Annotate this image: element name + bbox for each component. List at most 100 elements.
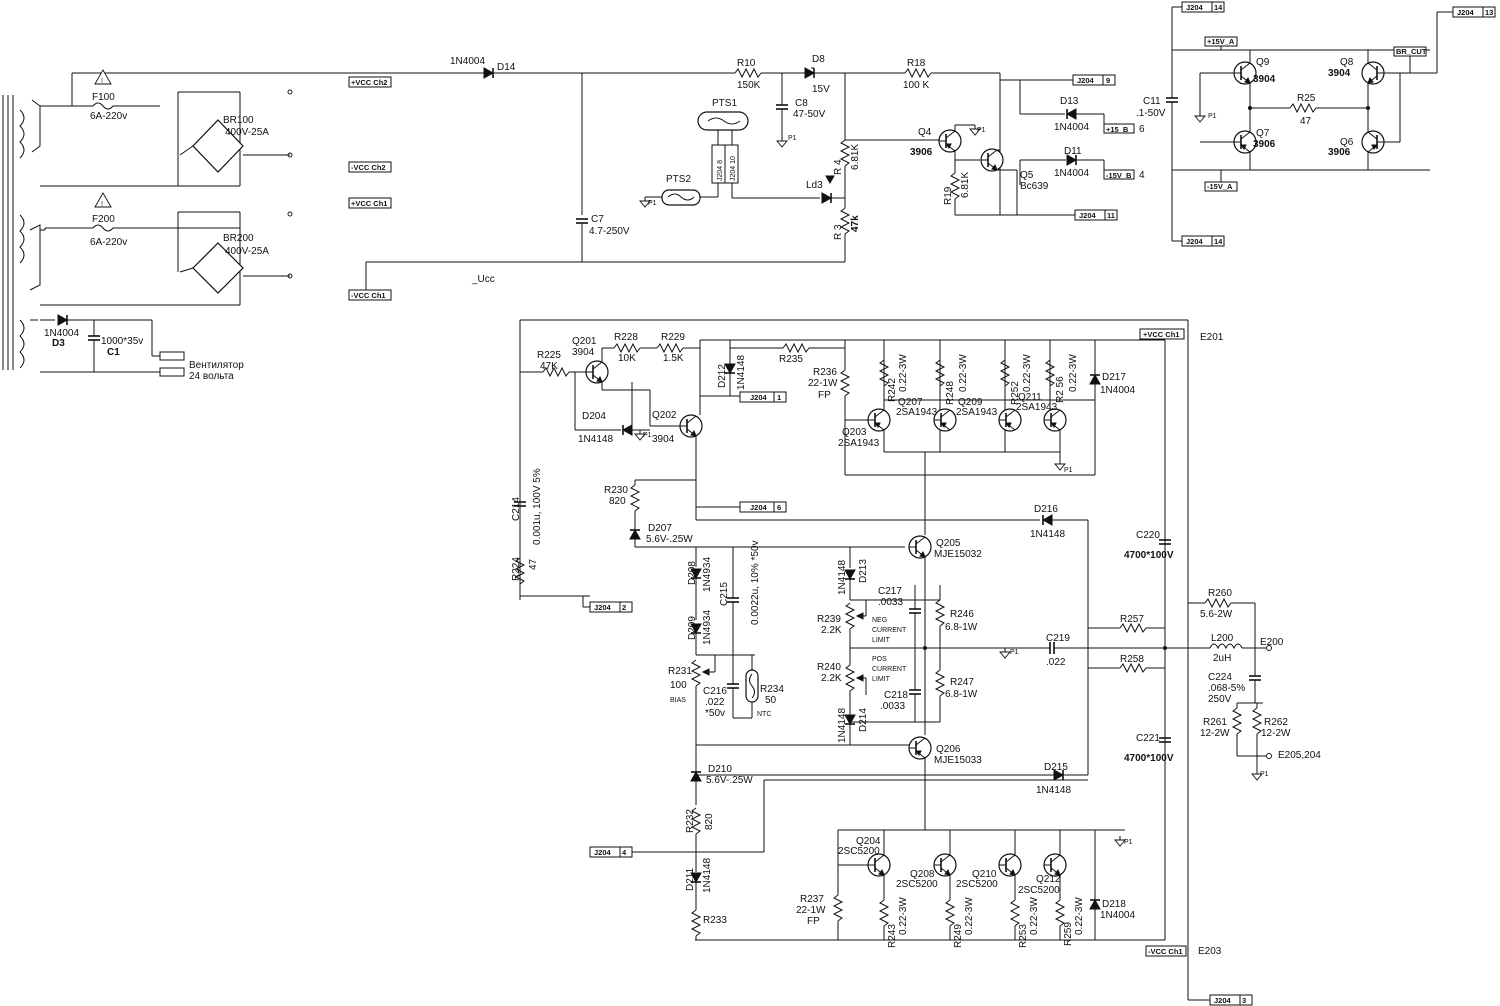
d211-value: 1N4148 — [702, 858, 713, 893]
r261-value: 12-2W — [1200, 728, 1230, 739]
d3-id: D3 — [52, 338, 65, 349]
r231-extra: BIAS — [670, 697, 686, 704]
neg-limit-1: NEG — [872, 617, 887, 624]
rail-plus-ch1: +VCC Ch1 — [351, 199, 387, 208]
svg-text:J204: J204 — [1186, 3, 1204, 12]
r231-id: R231 — [668, 666, 692, 677]
rail-minus-ch1: -VCC Ch1 — [351, 291, 386, 300]
c224-value: .068-5% — [1208, 683, 1245, 694]
svg-text:J204: J204 — [1214, 996, 1232, 1005]
q208-icon — [933, 853, 957, 877]
q201-value: 3904 — [572, 347, 595, 358]
r262-id: R262 — [1264, 717, 1288, 728]
fan-label: Вентилятор — [189, 360, 244, 371]
d214-id: D214 — [858, 708, 869, 732]
r19-value: 6.81K — [960, 172, 971, 198]
svg-text:P1: P1 — [1010, 649, 1019, 656]
c1-value: 1000*35v — [101, 336, 143, 347]
q209-value: 2SA1943 — [956, 407, 998, 418]
c8-id: C8 — [795, 98, 808, 109]
svg-text:6: 6 — [777, 503, 781, 512]
pos-limit-1: POS — [872, 656, 887, 663]
r25-id: R25 — [1297, 93, 1316, 104]
q202-id: Q202 — [652, 410, 677, 421]
svg-text:4: 4 — [622, 848, 627, 857]
q202-value: 3904 — [652, 434, 675, 445]
c221-value: 4700*100V — [1124, 753, 1174, 764]
q5-value: Bc639 — [1020, 181, 1049, 192]
d213-id: D213 — [858, 559, 869, 583]
q210-value: 2SC5200 — [956, 879, 998, 890]
r10-id: R10 — [737, 58, 756, 69]
r243-id: R243 — [887, 924, 898, 948]
r247-value: 6.8-1W — [945, 689, 978, 700]
svg-text:J204: J204 — [1457, 8, 1475, 17]
d209-id: D209 — [687, 616, 698, 640]
pos-limit-2: CURRENT — [872, 666, 907, 673]
c1-id: C1 — [107, 347, 120, 358]
lower-output-stage: P1 Q204 2SC5200 Q208 2SC5200 Q210 2SC520… — [796, 829, 1135, 948]
output-network: C220 4700*100V C221 4700*100V R257 R258 … — [1088, 530, 1321, 781]
q209-id: Q209 — [958, 397, 983, 408]
r234-extra: NTC — [757, 711, 771, 718]
r230-id: R230 — [604, 485, 628, 496]
r19-id: R19 — [943, 186, 954, 205]
r243-value: 0.22-3W — [898, 897, 909, 935]
c216-value: .022 — [705, 697, 725, 708]
r235-id: R235 — [779, 354, 803, 365]
d204-value: 1N4148 — [578, 434, 613, 445]
plus15b-label: +15_B — [1106, 125, 1129, 134]
q207-id: Q207 — [898, 397, 923, 408]
q6-icon — [1361, 130, 1385, 154]
r249-id: R249 — [953, 924, 964, 948]
d212-value: 1N4148 — [736, 355, 747, 390]
c216-extra: *50v — [705, 708, 725, 719]
svg-text:11: 11 — [1107, 211, 1115, 220]
svg-text:P1: P1 — [648, 200, 657, 207]
r247-id: R247 — [950, 677, 974, 688]
c220-value: 4700*100V — [1124, 550, 1174, 561]
d213-value: 1N4148 — [837, 560, 848, 595]
d3-type: 1N4004 — [44, 328, 79, 339]
r230-value: 820 — [609, 496, 626, 507]
fuse-icon — [92, 224, 114, 232]
q207-icon — [933, 408, 957, 432]
r242-id: R242 — [887, 378, 898, 402]
svg-text:J204: J204 — [1079, 211, 1097, 220]
d14-type: 1N4004 — [450, 56, 485, 67]
q8-id: Q8 — [1340, 57, 1354, 68]
c220-id: C220 — [1136, 530, 1160, 541]
q9-value: 3904 — [1253, 74, 1276, 85]
q7-id: Q7 — [1256, 128, 1270, 139]
r4-value: 6.81K — [850, 144, 861, 170]
l200-id: L200 — [1211, 633, 1234, 644]
c11-value: .1-50V — [1136, 108, 1166, 119]
r257-id: R257 — [1120, 614, 1144, 625]
ch1-input: ! F200 6A-220v BR200 400V-25A — [40, 192, 293, 306]
r229-value: 1.5K — [663, 353, 684, 364]
q203-icon — [867, 408, 891, 432]
svg-text:14: 14 — [1214, 237, 1223, 246]
e205-label: E205,204 — [1278, 750, 1321, 761]
q9-id: Q9 — [1256, 57, 1270, 68]
bridge-driver: J204 14 J204 14 J204 13 C11 .1-50V +15V_… — [1136, 1, 1496, 247]
r240-id: R240 — [817, 662, 841, 673]
bridge-icon — [192, 119, 244, 173]
d217-value: 1N4004 — [1100, 385, 1135, 396]
rail-plus-ch2: +VCC Ch2 — [351, 78, 387, 87]
svg-text:P1: P1 — [977, 127, 986, 134]
r236-extra: FP — [818, 390, 831, 401]
r239-value: 2.2K — [821, 625, 842, 636]
svg-text:J204: J204 — [750, 503, 768, 512]
d204-id: D204 — [582, 411, 606, 422]
ucc-label: _Ucc — [471, 274, 495, 285]
r259-value: 0.22-3W — [1074, 897, 1085, 935]
c221-id: C221 — [1136, 733, 1160, 744]
q202-icon — [679, 414, 703, 438]
d13-value: 1N4004 — [1054, 122, 1089, 133]
minus-vcc-ch1: -VCC Ch1 — [1148, 947, 1183, 956]
c8-value: 47-50V — [793, 109, 826, 120]
r253-value: 0.22-3W — [1029, 897, 1040, 935]
d216-id: D216 — [1034, 504, 1058, 515]
d11-value: 1N4004 — [1054, 168, 1089, 179]
